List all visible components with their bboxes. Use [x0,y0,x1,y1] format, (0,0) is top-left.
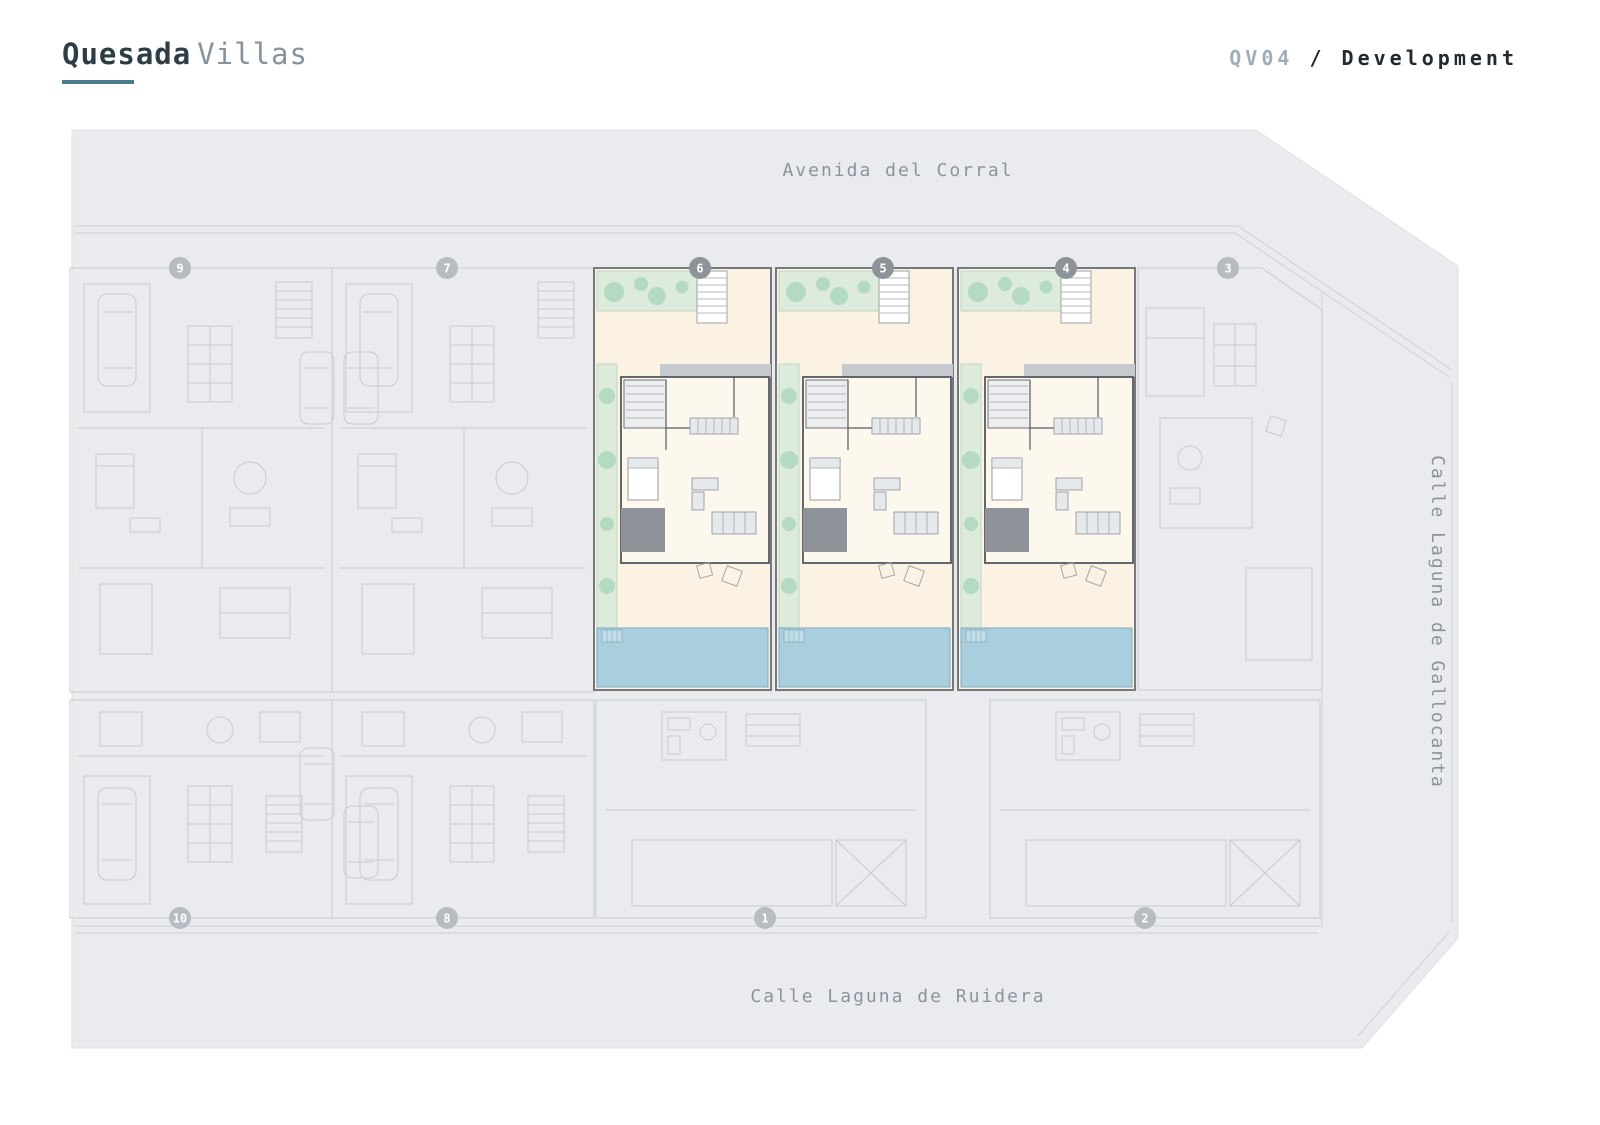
svg-text:8: 8 [443,912,450,926]
plot-badge-7: 7 [436,257,458,279]
project-title: QV04 / Development [1229,46,1518,70]
svg-text:6: 6 [696,262,703,276]
plot-badge-3: 3 [1217,257,1239,279]
plot-5-villa[interactable] [775,267,954,691]
svg-text:5: 5 [879,262,886,276]
svg-text:7: 7 [443,262,450,276]
svg-text:9: 9 [176,262,183,276]
project-separator: / [1309,46,1326,70]
plot-badge-6[interactable]: 6 [689,257,711,279]
svg-text:4: 4 [1062,262,1069,276]
project-name: Development [1341,46,1518,70]
street-label-bottom: Calle Laguna de Ruidera [750,986,1045,1007]
svg-text:1: 1 [761,912,768,926]
plot-badge-5[interactable]: 5 [872,257,894,279]
svg-text:10: 10 [173,912,187,926]
street-label-top: Avenida del Corral [782,160,1013,181]
plot-badge-10: 10 [169,907,191,929]
plot-badge-4[interactable]: 4 [1055,257,1077,279]
street-label-right: Calle Laguna de Gallocanta [1427,455,1448,789]
brand-accent-underline [62,80,134,84]
svg-text:2: 2 [1141,912,1148,926]
plot-badge-8: 8 [436,907,458,929]
brand-secondary: Villas [197,37,308,71]
plot-badge-2: 2 [1134,907,1156,929]
plot-badge-1: 1 [754,907,776,929]
brand-primary: Quesada [62,37,192,71]
plot-4-villa[interactable] [957,267,1136,691]
project-code: QV04 [1229,46,1294,70]
plot-6-villa[interactable] [593,267,772,691]
plot-badge-9: 9 [169,257,191,279]
road-lines [75,225,1453,1037]
svg-text:3: 3 [1224,262,1231,276]
